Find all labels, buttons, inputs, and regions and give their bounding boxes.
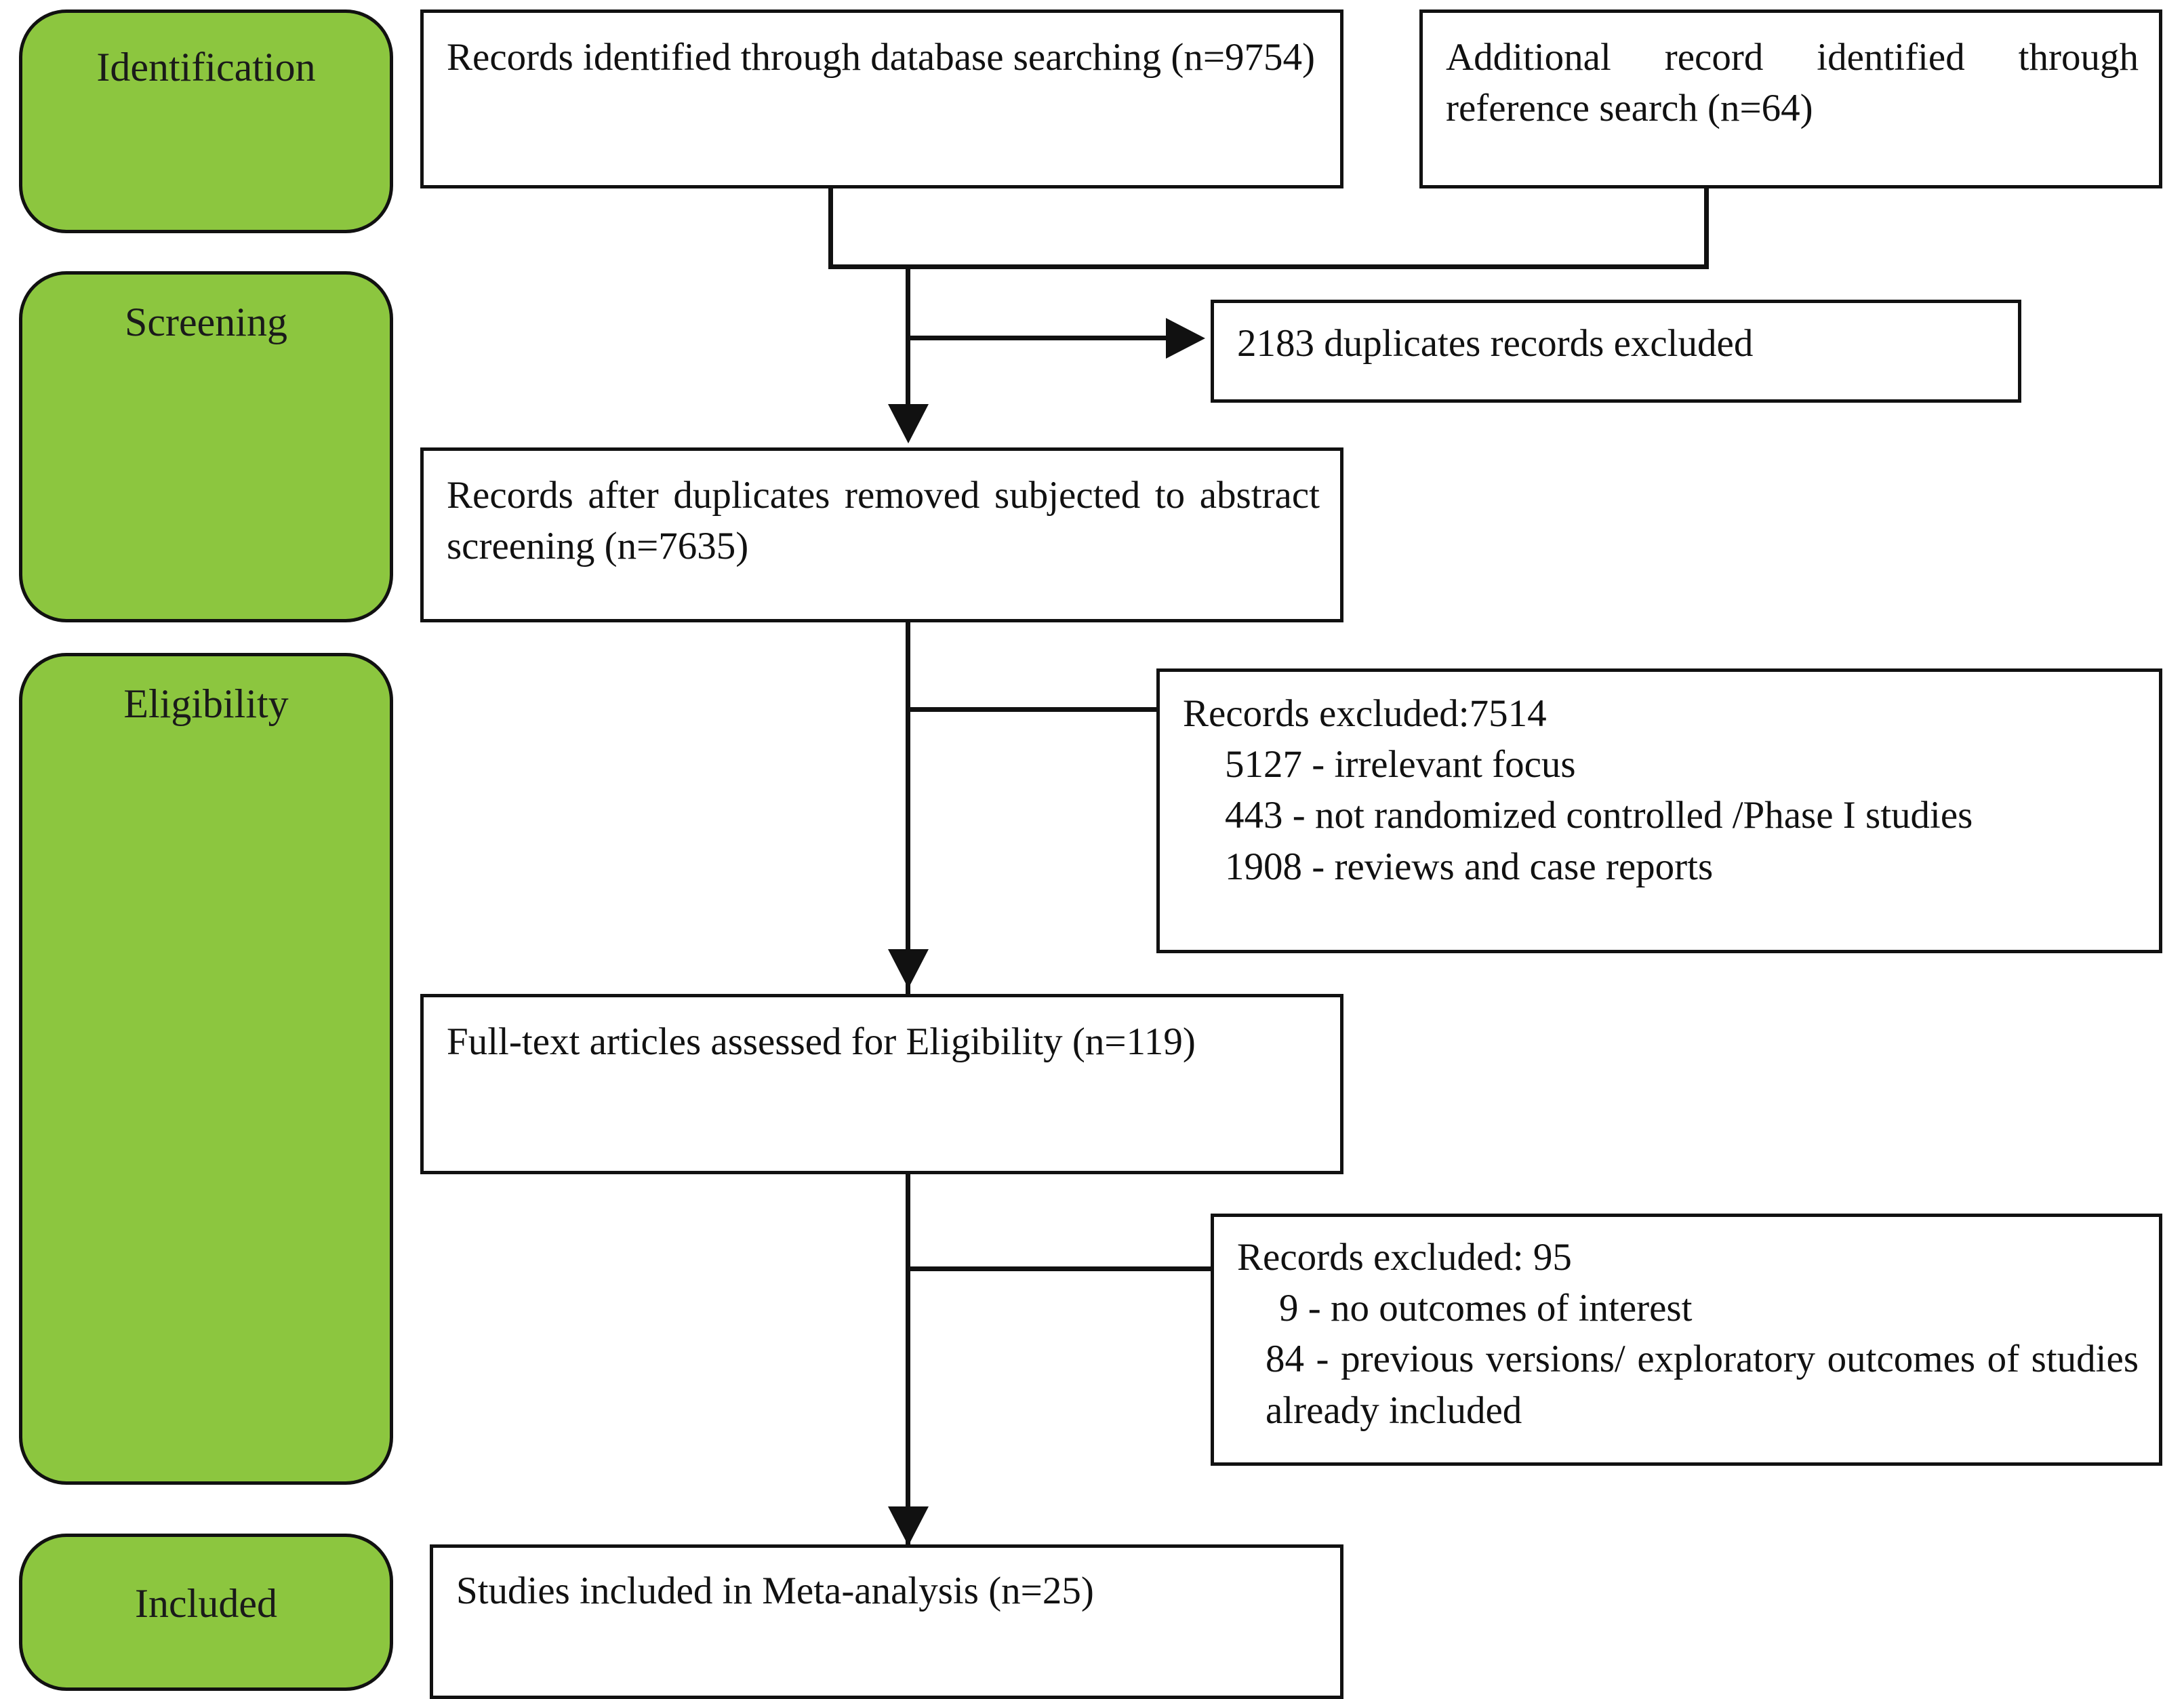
box-after-duplicates: Records after duplicates removed subject… <box>420 447 1343 622</box>
connector-reference-to-join <box>1704 185 1709 268</box>
box-excluded-abstract-reason-2: 443 - not randomized controlled /Phase I… <box>1225 794 1973 837</box>
stage-identification: Identification <box>19 9 393 233</box>
stage-screening-label: Screening <box>125 300 287 344</box>
box-fulltext-assessed: Full-text articles assessed for Eligibil… <box>420 994 1343 1174</box>
connector-join-bar <box>828 264 1709 269</box>
connector-database-to-join <box>828 185 833 268</box>
box-excluded-fulltext-reason-2: 84 - previous versions/ exploratory outc… <box>1266 1338 2139 1432</box>
arrow-down-to-included <box>888 1506 929 1546</box>
box-included-studies: Studies included in Meta-analysis (n=25) <box>430 1544 1343 1699</box>
stage-included-label: Included <box>135 1581 277 1626</box>
connector-to-excluded-abstract <box>906 707 1170 712</box>
box-reference-records-text: Additional record identified through ref… <box>1446 36 2139 130</box>
box-excluded-fulltext: Records excluded: 95 9 - no outcomes of … <box>1211 1214 2162 1466</box>
box-reference-records: Additional record identified through ref… <box>1419 9 2162 188</box>
connector-trunk-included <box>906 1174 910 1554</box>
connector-trunk-eligibility <box>906 616 910 995</box>
box-after-duplicates-text: Records after duplicates removed subject… <box>447 474 1320 568</box>
stage-eligibility: Eligibility <box>19 653 393 1485</box>
connector-trunk-screening <box>906 264 910 422</box>
connector-to-duplicates-box <box>906 336 1180 340</box>
stage-included: Included <box>19 1534 393 1691</box>
box-excluded-abstract-text: Records excluded:7514 5127 - irrelevant … <box>1183 688 2139 892</box>
box-excluded-fulltext-reason-1: 9 - no outcomes of interest <box>1279 1287 1693 1330</box>
box-included-studies-text: Studies included in Meta-analysis (n=25) <box>456 1570 1094 1612</box>
box-excluded-fulltext-text: Records excluded: 95 9 - no outcomes of … <box>1237 1232 2139 1436</box>
box-duplicates-excluded-text: 2183 duplicates records excluded <box>1237 322 1754 365</box>
box-excluded-abstract-heading: Records excluded:7514 <box>1183 692 1547 735</box>
box-database-records: Records identified through database sear… <box>420 9 1343 188</box>
arrow-right-to-duplicates-box <box>1166 318 1205 359</box>
box-excluded-fulltext-heading: Records excluded: 95 <box>1237 1236 1572 1279</box>
box-excluded-abstract: Records excluded:7514 5127 - irrelevant … <box>1156 668 2162 953</box>
box-excluded-abstract-reason-3: 1908 - reviews and case reports <box>1225 845 1714 888</box>
arrow-down-to-after-duplicates <box>888 404 929 443</box>
box-database-records-text: Records identified through database sear… <box>447 36 1315 79</box>
stage-identification-label: Identification <box>96 45 316 89</box>
connector-to-excluded-fulltext <box>906 1266 1224 1271</box>
stage-screening: Screening <box>19 271 393 622</box>
box-duplicates-excluded: 2183 duplicates records excluded <box>1211 300 2021 403</box>
stage-eligibility-label: Eligibility <box>123 681 289 726</box>
box-fulltext-assessed-text: Full-text articles assessed for Eligibil… <box>447 1020 1196 1063</box>
arrow-down-to-fulltext <box>888 949 929 988</box>
box-excluded-abstract-reason-1: 5127 - irrelevant focus <box>1225 743 1576 786</box>
